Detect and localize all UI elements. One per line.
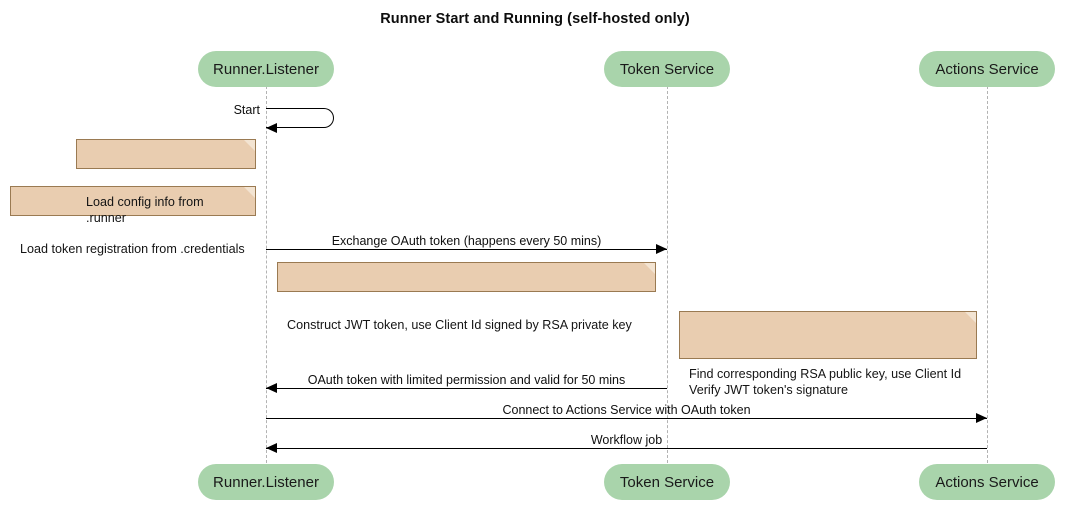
message-label-exchange-oauth-token: Exchange OAuth token (happens every 50 m…: [331, 234, 602, 248]
participant-actions-bottom[interactable]: Actions Service: [919, 464, 1055, 500]
message-label-oauth-token-response: OAuth token with limited permission and …: [307, 373, 626, 387]
message-line-connect-actions-service: [266, 418, 987, 419]
participant-runner-top[interactable]: Runner.Listener: [198, 51, 334, 87]
message-line-exchange-oauth-token: [266, 249, 667, 250]
participant-runner-bottom[interactable]: Runner.Listener: [198, 464, 334, 500]
participant-label: Runner.Listener: [213, 60, 319, 78]
lifeline-actions: [987, 86, 988, 468]
arrow-head-oauth-token-response: [266, 382, 277, 393]
note-construct-jwt: Construct JWT token, use Client Id signe…: [277, 262, 656, 332]
message-label-connect-actions-service: Connect to Actions Service with OAuth to…: [502, 403, 751, 417]
note-load-config: Load config info from .runner: [76, 139, 256, 225]
message-self-loop-start: [266, 108, 334, 128]
participant-token-bottom[interactable]: Token Service: [604, 464, 730, 500]
note-text: Find corresponding RSA public key, use C…: [689, 367, 962, 397]
note-text: Construct JWT token, use Client Id signe…: [287, 318, 632, 332]
participant-label: Actions Service: [935, 473, 1039, 491]
lifeline-token: [667, 86, 668, 468]
arrow-head-workflow-job: [266, 442, 277, 453]
participant-label: Token Service: [619, 473, 715, 491]
participant-actions-top[interactable]: Actions Service: [919, 51, 1055, 87]
message-line-workflow-job: [266, 448, 987, 449]
arrow-head-start: [266, 122, 277, 133]
message-line-oauth-token-response: [266, 388, 667, 389]
note-text: Load config info from .runner: [86, 195, 204, 225]
note-load-token-registration: Load token registration from .credential…: [10, 186, 256, 256]
arrow-head-connect-actions-service: [976, 412, 987, 423]
message-label-start: Start: [233, 103, 260, 117]
note-verify-jwt: Find corresponding RSA public key, use C…: [679, 311, 977, 397]
arrow-head-exchange-oauth-token: [656, 243, 667, 254]
note-text: Load token registration from .credential…: [20, 242, 245, 256]
participant-label: Actions Service: [935, 60, 1039, 78]
message-label-workflow-job: Workflow job: [590, 433, 663, 447]
participant-label: Token Service: [619, 60, 715, 78]
participant-label: Runner.Listener: [213, 473, 319, 491]
lifeline-runner: [266, 86, 267, 468]
page-title: Runner Start and Running (self-hosted on…: [380, 11, 690, 27]
participant-token-top[interactable]: Token Service: [604, 51, 730, 87]
